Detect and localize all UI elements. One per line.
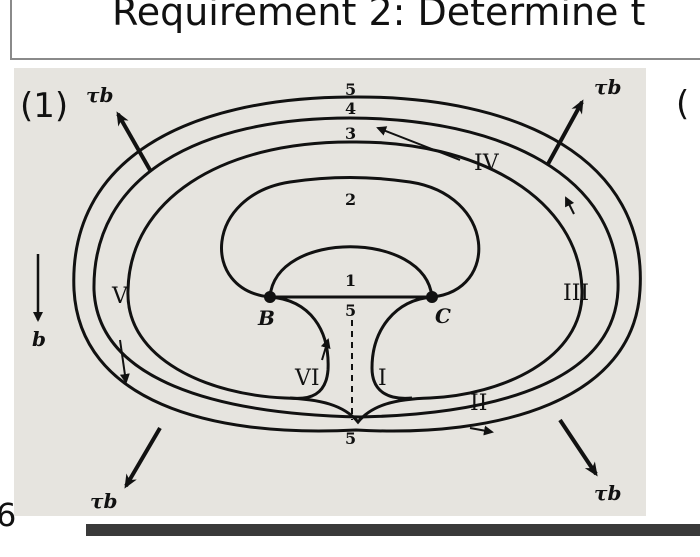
tau-arrow-top-left xyxy=(116,111,152,171)
region-label-ii: II xyxy=(470,391,487,416)
tau-b-label-top-left: τb xyxy=(86,83,113,107)
label-point-b: B xyxy=(257,306,275,330)
loop-number-4: 4 xyxy=(345,99,356,118)
node-c xyxy=(426,291,438,303)
region-label-i: I xyxy=(378,366,387,391)
tau-b-label-bottom-right: τb xyxy=(594,481,621,505)
title-box xyxy=(10,0,700,60)
loop-4 xyxy=(92,116,620,419)
loop-number-2: 2 xyxy=(345,190,356,209)
burgers-vector-label: b xyxy=(32,327,46,351)
progress-bar xyxy=(86,524,700,536)
region-label-v: V xyxy=(111,284,129,309)
region-label-vi: VI xyxy=(294,366,320,391)
next-step-paren: ( xyxy=(676,84,690,124)
loop-number-5-top: 5 xyxy=(345,80,356,99)
loop-1 xyxy=(268,245,434,298)
loop-lower-right xyxy=(370,295,433,400)
region-label-iv: IV xyxy=(474,151,500,176)
arrow-v xyxy=(119,339,130,384)
loop-lower-left xyxy=(269,295,330,400)
loop-number-3: 3 xyxy=(345,124,356,143)
arrow-iv xyxy=(376,126,461,161)
arrow-iii xyxy=(565,196,575,215)
slide-title: Requirement 2: Determine t xyxy=(112,0,646,34)
loop-2 xyxy=(220,176,481,299)
arrow-vi xyxy=(320,338,331,361)
region-label-iii: III xyxy=(563,281,589,306)
label-point-c: C xyxy=(435,304,451,328)
tau-arrow-top-right xyxy=(546,99,584,165)
loop-3-kidney xyxy=(126,140,584,425)
tau-b-label-bottom-left: τb xyxy=(90,489,117,513)
tau-arrow-bottom-left xyxy=(124,426,162,489)
node-b xyxy=(264,291,276,303)
tau-b-label-top-right: τb xyxy=(594,75,621,99)
loop-number-5-bottom: 5 xyxy=(345,429,356,448)
tau-arrow-bottom-right xyxy=(558,418,598,477)
loop-number-5-mid: 5 xyxy=(345,301,356,320)
loop-number-1: 1 xyxy=(345,271,356,290)
step-label: (1) xyxy=(20,86,69,126)
arrow-ii xyxy=(469,425,494,436)
left-number: 6 xyxy=(0,496,17,534)
loop-5-outer xyxy=(72,95,642,433)
